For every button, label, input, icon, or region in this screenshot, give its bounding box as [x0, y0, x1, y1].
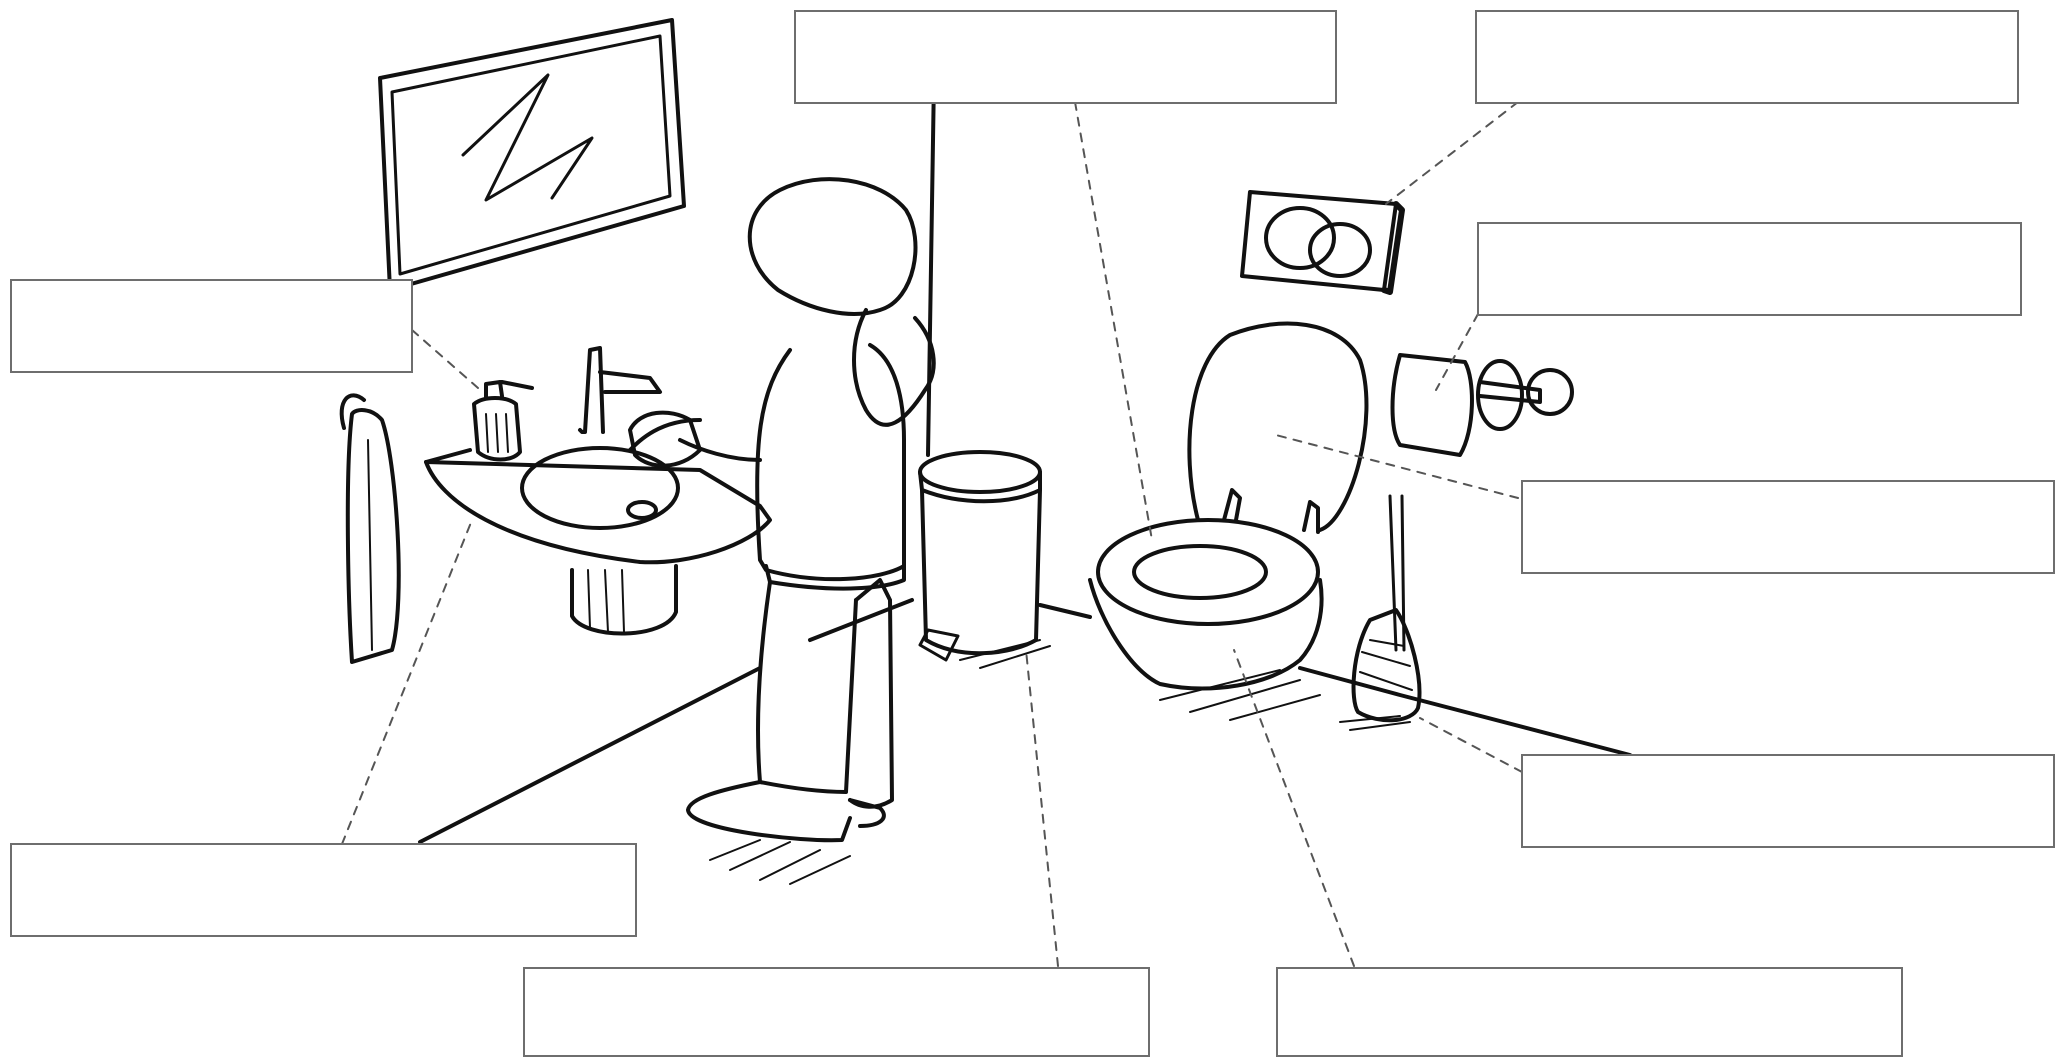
label-box-bottom-right[interactable]: [1276, 967, 1903, 1057]
mirror: [380, 20, 684, 290]
label-box-right-3[interactable]: [1521, 480, 2055, 574]
label-box-bottom-left[interactable]: [10, 843, 637, 937]
label-box-right-4[interactable]: [1521, 754, 2055, 848]
label-box-bottom-center[interactable]: [523, 967, 1150, 1057]
sink: [426, 348, 770, 634]
floor-hatches: [710, 640, 1410, 884]
label-box-top-left[interactable]: [10, 279, 413, 373]
person: [630, 179, 934, 840]
toilet-paper-roll: [1393, 355, 1573, 455]
towel: [342, 395, 399, 662]
label-box-top-right[interactable]: [1475, 10, 2019, 104]
trash-bin: [920, 452, 1040, 660]
flush-plate: [1242, 192, 1402, 292]
label-box-right-2[interactable]: [1477, 222, 2022, 316]
toilet: [1090, 324, 1366, 689]
label-box-top-center[interactable]: [794, 10, 1337, 104]
